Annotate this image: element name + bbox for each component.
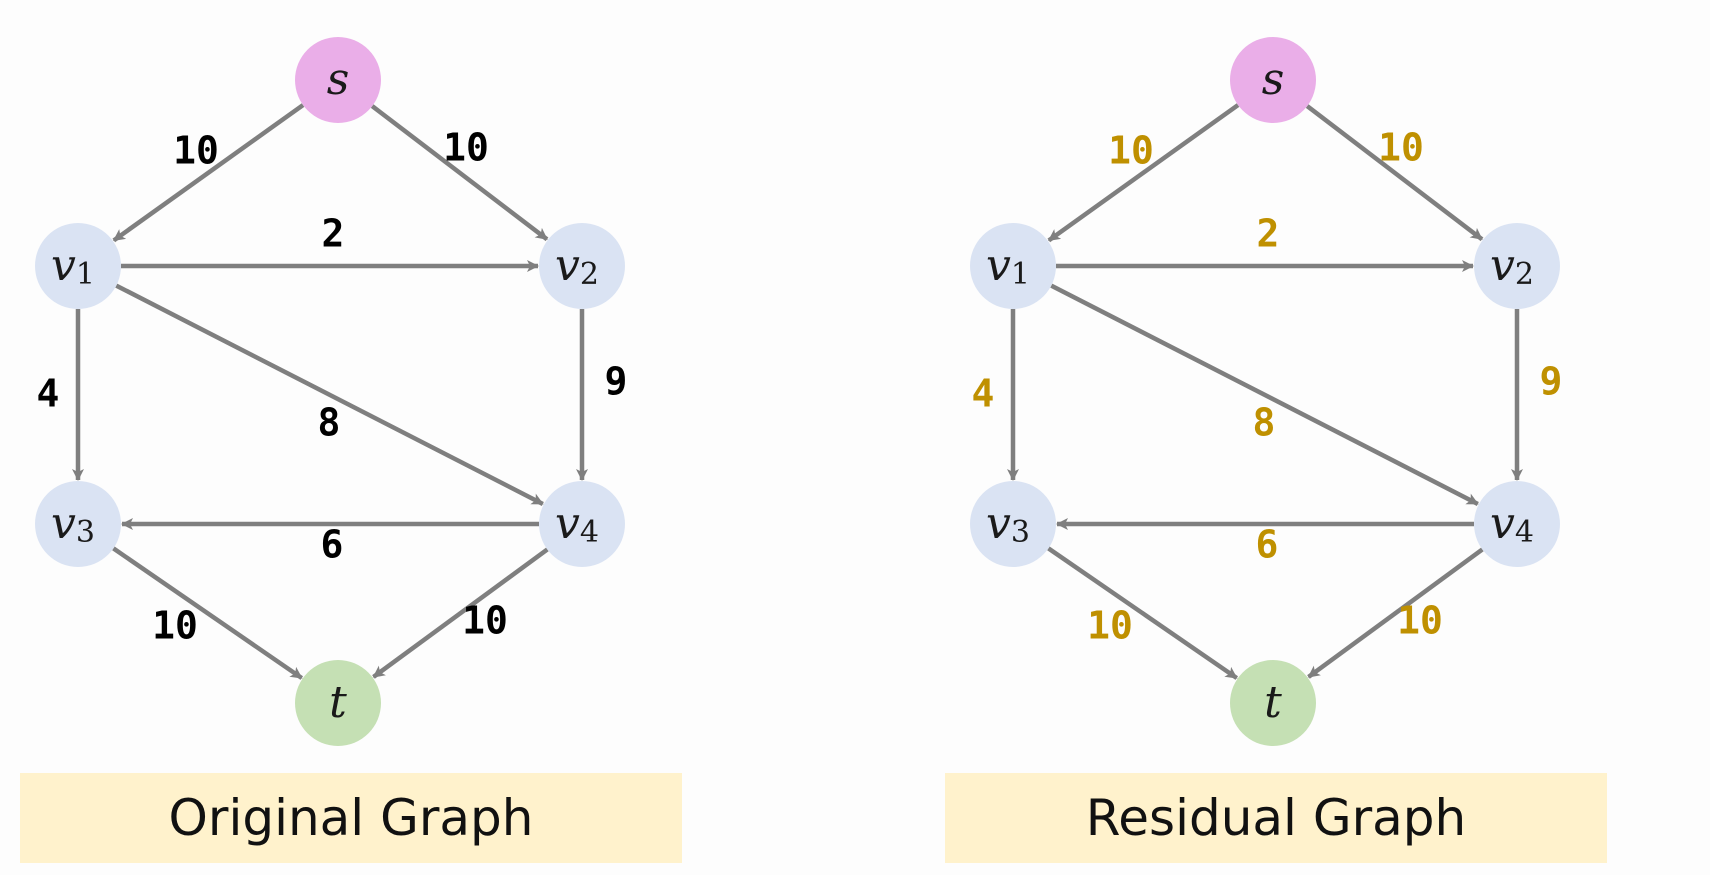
original-node-v2-label: v2: [555, 240, 599, 293]
original-node-v2: v2: [539, 223, 625, 309]
residual-edge-s-v2: [1305, 104, 1484, 242]
original-edge-s-v2: [370, 104, 549, 242]
residual-node-v2-label: v2: [1490, 240, 1534, 293]
original-node-v2-circle: [539, 223, 625, 309]
residual-node-v2-circle: [1474, 223, 1560, 309]
residual-node-s: s: [1230, 37, 1316, 123]
residual-node-v1-circle: [970, 223, 1056, 309]
residual-node-v4-circle: [1474, 481, 1560, 567]
residual-node-v3-label: v3: [986, 498, 1030, 551]
original-edge-label-s-v2: 10: [443, 126, 489, 170]
residual-node-s-circle: [1230, 37, 1316, 123]
original-edge-label-v3-t: 10: [152, 604, 198, 648]
residual-edge-label-v1-v3: 4: [972, 372, 995, 416]
residual-edge-label-v1-v2: 2: [1257, 212, 1280, 256]
original-edge-v4-t: [372, 547, 549, 679]
residual-node-t-label: t: [1264, 677, 1282, 728]
residual-node-v3-circle: [970, 481, 1056, 567]
original-node-v4-circle: [539, 481, 625, 567]
residual-edge-label-v2-v4: 9: [1540, 360, 1563, 404]
original-node-v1: v1: [35, 223, 121, 309]
residual-node-v2: v2: [1474, 223, 1560, 309]
residual-node-v4-label: v4: [1490, 498, 1534, 551]
residual-node-t: t: [1230, 660, 1316, 746]
residual-edge-s-v1: [1047, 103, 1240, 243]
original-node-t-label: t: [329, 677, 347, 728]
residual-edge-label-v3-t: 10: [1087, 604, 1133, 648]
residual-edge-v4-t: [1307, 547, 1484, 679]
residual-edge-v1-v4: [1050, 283, 1479, 506]
original-node-v3-circle: [35, 481, 121, 567]
residual-graph-caption: Residual Graph: [945, 773, 1607, 863]
residual-edge-label-v4-v3: 6: [1256, 523, 1279, 567]
residual-node-v3: v3: [970, 481, 1056, 567]
original-node-s: s: [295, 37, 381, 123]
residual-node-v1: v1: [970, 223, 1056, 309]
residual-edge-label-v1-v4: 8: [1253, 401, 1276, 445]
original-edge-label-v4-t: 10: [462, 599, 508, 643]
residual-node-s-label: s: [1262, 54, 1285, 105]
residual-edge-label-v4-t: 10: [1397, 599, 1443, 643]
original-edge-label-s-v1: 10: [173, 129, 219, 173]
original-edge-label-v4-v3: 6: [321, 523, 344, 567]
original-edge-v3-t: [112, 546, 304, 680]
original-node-v3-label: v3: [51, 498, 95, 551]
residual-node-v1-label: v1: [986, 240, 1030, 293]
residual-edge-label-s-v1: 10: [1108, 129, 1154, 173]
original-node-s-circle: [295, 37, 381, 123]
residual-graph: 10 10 2 4 8 9 6 10 10 s v1 v2 v3 v4 t: [970, 37, 1562, 746]
original-graph-caption: Original Graph: [20, 773, 682, 863]
original-graph: 10 10 2 4 8 9 6 10 10 s v1 v2 v3 v4 t: [35, 37, 627, 746]
original-edge-label-v2-v4: 9: [605, 360, 628, 404]
residual-edge-label-s-v2: 10: [1378, 126, 1424, 170]
original-node-v1-circle: [35, 223, 121, 309]
residual-node-v4: v4: [1474, 481, 1560, 567]
original-edge-label-v1-v4: 8: [318, 401, 341, 445]
original-node-v4-label: v4: [555, 498, 599, 551]
original-node-v3: v3: [35, 481, 121, 567]
original-node-v4: v4: [539, 481, 625, 567]
original-edge-v1-v4: [115, 283, 544, 506]
original-edge-label-v1-v2: 2: [322, 212, 345, 256]
original-node-v1-label: v1: [51, 240, 95, 293]
residual-edge-v3-t: [1047, 546, 1239, 680]
original-node-t: t: [295, 660, 381, 746]
original-edge-label-v1-v3: 4: [37, 372, 60, 416]
residual-node-t-circle: [1230, 660, 1316, 746]
original-edge-s-v1: [112, 103, 305, 243]
original-node-s-label: s: [327, 54, 350, 105]
original-node-t-circle: [295, 660, 381, 746]
